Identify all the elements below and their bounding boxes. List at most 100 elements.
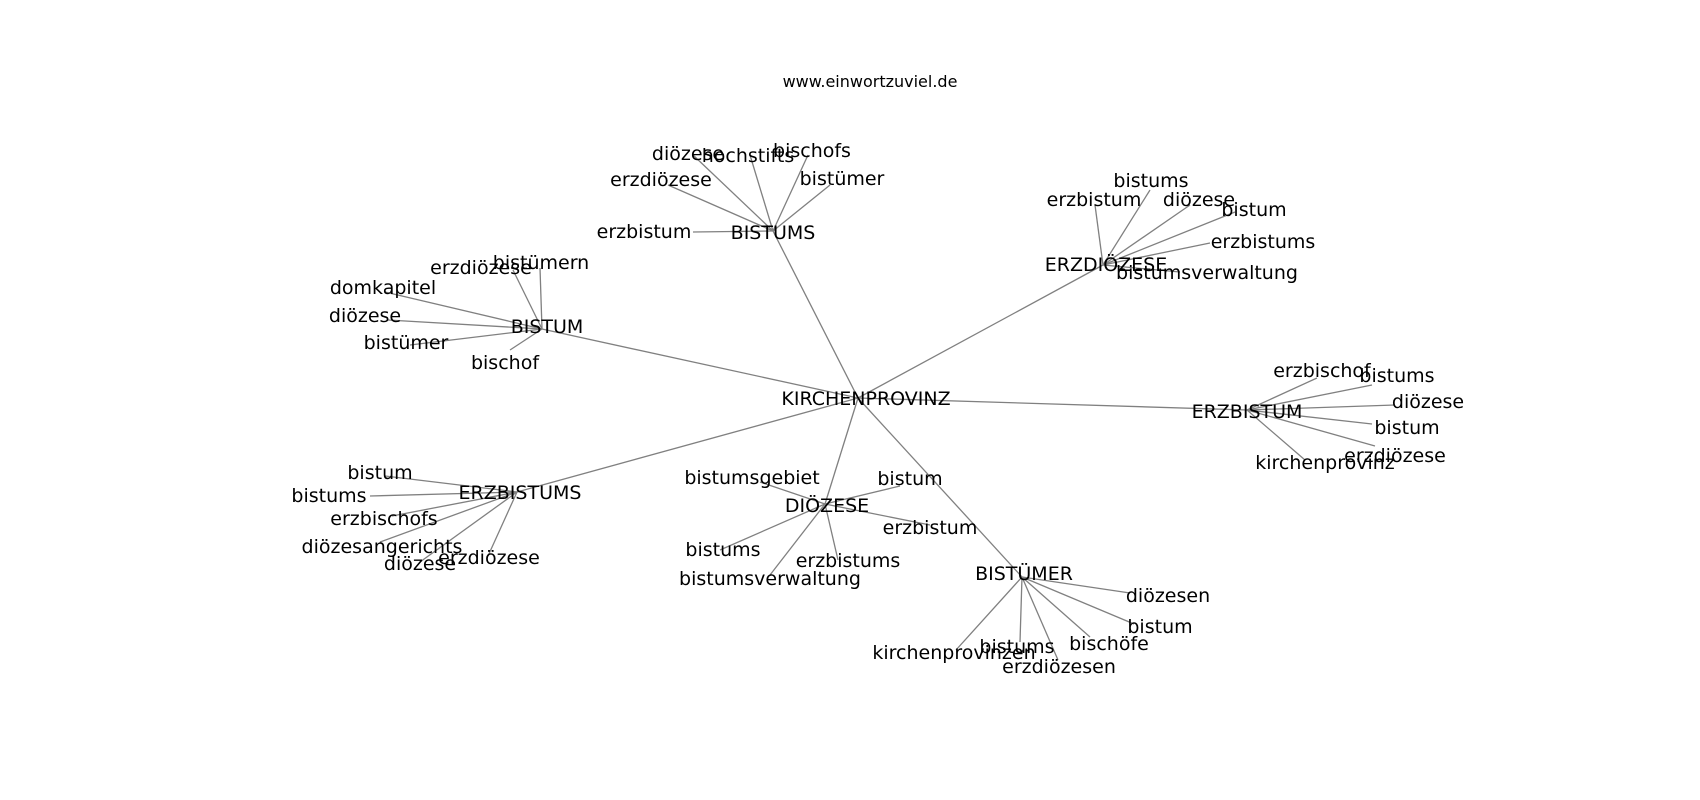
hub-leaf-edge <box>1102 264 1181 273</box>
hub-leaf-edge <box>1246 384 1373 411</box>
hub-leaf-edge <box>692 230 774 233</box>
hub-leaf-edge <box>1246 409 1306 461</box>
leaf-node-label: erzdiözese <box>610 169 712 191</box>
center-hub-edge <box>857 397 1248 411</box>
hub-leaf-edge <box>1246 377 1318 411</box>
graph-title: www.einwortzuviel.de <box>783 72 958 91</box>
hub-leaf-edge <box>1021 576 1091 638</box>
leaf-node-label: diözese <box>1392 391 1464 413</box>
hub-leaf-edge <box>1102 204 1191 266</box>
hub-leaf-edge <box>1246 409 1376 447</box>
hub-leaf-edge <box>1094 204 1104 266</box>
hub-leaf-edge <box>539 267 543 330</box>
leaf-node-label: bistum <box>347 462 412 484</box>
hub-leaf-edge <box>1021 576 1131 594</box>
hub-leaf-edge <box>772 154 809 232</box>
leaf-node-label: bistums <box>685 539 760 561</box>
leaf-node-label: bischofs <box>773 140 851 162</box>
leaf-node-label: diözese <box>329 305 401 327</box>
hub-leaf-edge <box>487 491 518 557</box>
hub-leaf-edge <box>391 491 518 517</box>
center-hub-edge <box>541 328 859 399</box>
leaf-node-label: erzdiözese <box>438 547 540 569</box>
hub-node-label: ERZBISTUM <box>1192 401 1303 423</box>
hub-node-label: BISTÜMER <box>975 562 1073 585</box>
leaf-node-label: bistums <box>1113 170 1188 192</box>
leaf-node-label: diözesangerichts <box>302 536 463 558</box>
hub-leaf-edge <box>419 491 518 563</box>
leaf-node-label: bistum <box>877 468 942 490</box>
leaf-node-label: bistümer <box>800 168 885 190</box>
center-hub-edge <box>516 397 859 493</box>
hub-leaf-edge <box>379 491 518 543</box>
hub-leaf-edge <box>512 269 543 330</box>
leaf-node-label: bischöfe <box>1069 633 1149 655</box>
hub-leaf-edge <box>1019 576 1023 643</box>
leaf-node-label: erzdiözesen <box>1002 656 1116 678</box>
leaf-node-label: erzbistums <box>1211 231 1316 253</box>
hub-node-label: BISTUM <box>511 316 584 338</box>
leaf-node-label: erzbistum <box>597 221 692 243</box>
hub-leaf-edge <box>759 481 826 505</box>
hub-leaf-edge <box>1021 576 1059 661</box>
leaf-node-label: diözese <box>384 553 456 575</box>
leaf-node-label: diözesen <box>1126 585 1210 607</box>
hub-node-label: BISTUMS <box>731 222 816 244</box>
leaf-node-label: erzbischofs <box>330 508 437 530</box>
leaf-node-label: bischof <box>471 352 540 374</box>
leaf-node-label: bistum <box>1127 616 1192 638</box>
leaf-node-label: kirchenprovinzen <box>872 642 1035 664</box>
hub-leaf-edge <box>824 503 931 526</box>
center-hub-edge <box>772 230 859 399</box>
label-layer: KIRCHENPROVINZBISTUMSdiözesehochstiftsbi… <box>291 140 1464 678</box>
leaf-node-label: diözese <box>1163 189 1235 211</box>
center-hub-edge <box>857 264 1104 399</box>
hub-leaf-edge <box>369 491 518 497</box>
leaf-node-label: bistums <box>979 636 1054 658</box>
leaf-node-label: erzbistums <box>796 550 901 572</box>
leaf-node-label: bistums <box>291 485 366 507</box>
leaf-node-label: kirchenprovinz <box>1255 452 1395 474</box>
hub-leaf-edge <box>1246 404 1396 411</box>
hub-leaf-edge <box>1246 409 1373 425</box>
leaf-node-label: erzdiözese <box>1344 445 1446 467</box>
hub-leaf-edge <box>409 328 543 346</box>
leaf-node-label: hochstifts <box>702 145 795 167</box>
hub-leaf-edge <box>719 503 826 551</box>
leaf-node-label: bistümer <box>364 332 449 354</box>
leaf-node-label: bistumsverwaltung <box>679 568 861 590</box>
center-hub-edge <box>824 397 859 505</box>
hub-leaf-edge <box>955 576 1023 651</box>
hub-leaf-edge <box>824 503 839 561</box>
leaf-node-label: bistum <box>1221 199 1286 221</box>
hub-node-label: DIÖZESE <box>785 494 869 517</box>
center-node-label: KIRCHENPROVINZ <box>781 388 950 410</box>
hub-leaf-edge <box>387 319 543 330</box>
leaf-node-label: erzbischof <box>1273 360 1372 382</box>
hub-leaf-edge <box>772 184 831 232</box>
hub-leaf-edge <box>1102 189 1151 266</box>
hub-leaf-edge <box>692 154 774 232</box>
hub-leaf-edge <box>1102 211 1236 266</box>
center-hub-edge <box>857 397 1023 578</box>
hub-leaf-edge <box>1021 576 1135 625</box>
leaf-node-label: diözese <box>652 143 724 165</box>
leaf-node-label: erzbistum <box>1047 189 1142 211</box>
leaf-node-label: domkapitel <box>330 277 436 299</box>
hub-leaf-edge <box>824 485 901 505</box>
hub-leaf-edge <box>384 291 543 330</box>
leaf-node-label: erzbistum <box>883 517 978 539</box>
leaf-node-label: bistum <box>1374 417 1439 439</box>
hub-node-label: ERZDIÖZESE <box>1045 253 1168 276</box>
leaf-node-label: bistums <box>1359 365 1434 387</box>
hub-leaf-edge <box>667 184 774 232</box>
hub-leaf-edge <box>1102 242 1211 266</box>
hub-leaf-edge <box>749 154 774 232</box>
leaf-node-label: bistümern <box>493 252 589 274</box>
hub-node-label: ERZBISTUMS <box>459 482 582 504</box>
leaf-node-label: bistumsverwaltung <box>1116 262 1298 284</box>
hub-leaf-edge <box>769 503 826 576</box>
leaf-node-label: bistumsgebiet <box>684 467 819 489</box>
hub-leaf-edge <box>384 475 518 493</box>
